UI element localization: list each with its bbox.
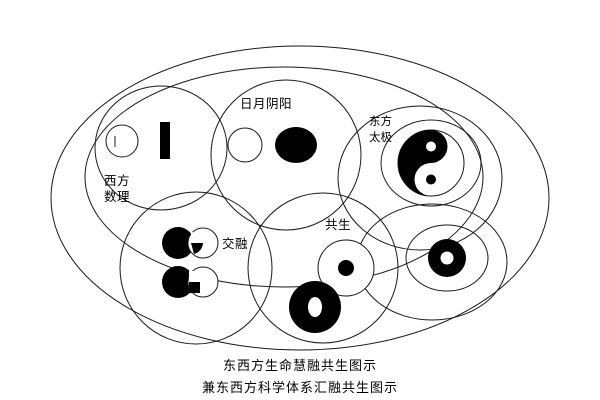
label-western-mathematics-line1: 西方 [104,173,130,188]
caption-line-2: 兼东西方科学体系汇融共生图示 [201,381,398,396]
label-eastern-taiji-line1: 东方 [369,114,392,128]
taiji-inner-boundary-circle [380,119,482,207]
region-fusion-circle [119,191,273,345]
binary-zero-circle-icon [105,124,139,158]
taiji-yin-yang-symbol-icon [397,129,465,197]
region-sun-moon-circle [210,79,362,231]
fusing-pair-upper-icon [162,227,219,259]
label-sun-moon-yin-yang: 日月阴阳 [240,96,292,111]
caption-line-1: 东西方生命慧融共生图示 [222,359,377,374]
cell-dark-ring-with-light-nucleus-icon [405,224,489,292]
region-eastern-taiji-circle [337,105,503,251]
upper-band-ellipse [84,66,484,288]
label-western-mathematics-line2: 数理 [104,189,130,204]
sun-white-circle-icon [227,127,263,163]
region-western-mathematics-circle [94,85,228,211]
region-symbiosis-circle [247,192,399,344]
cell-dark-with-light-nucleus-icon [289,281,341,333]
binary-one-bar-icon [160,122,170,159]
outer-boundary-ellipse [50,45,550,351]
moon-black-circle-icon [275,127,317,163]
fusing-pair-lower-icon [162,266,219,298]
cell-light-with-dark-nucleus-icon [317,239,375,297]
label-eastern-taiji-line2: 太极 [369,130,392,144]
label-fusion: 交融 [222,236,248,251]
label-symbiosis: 共生 [325,217,351,232]
